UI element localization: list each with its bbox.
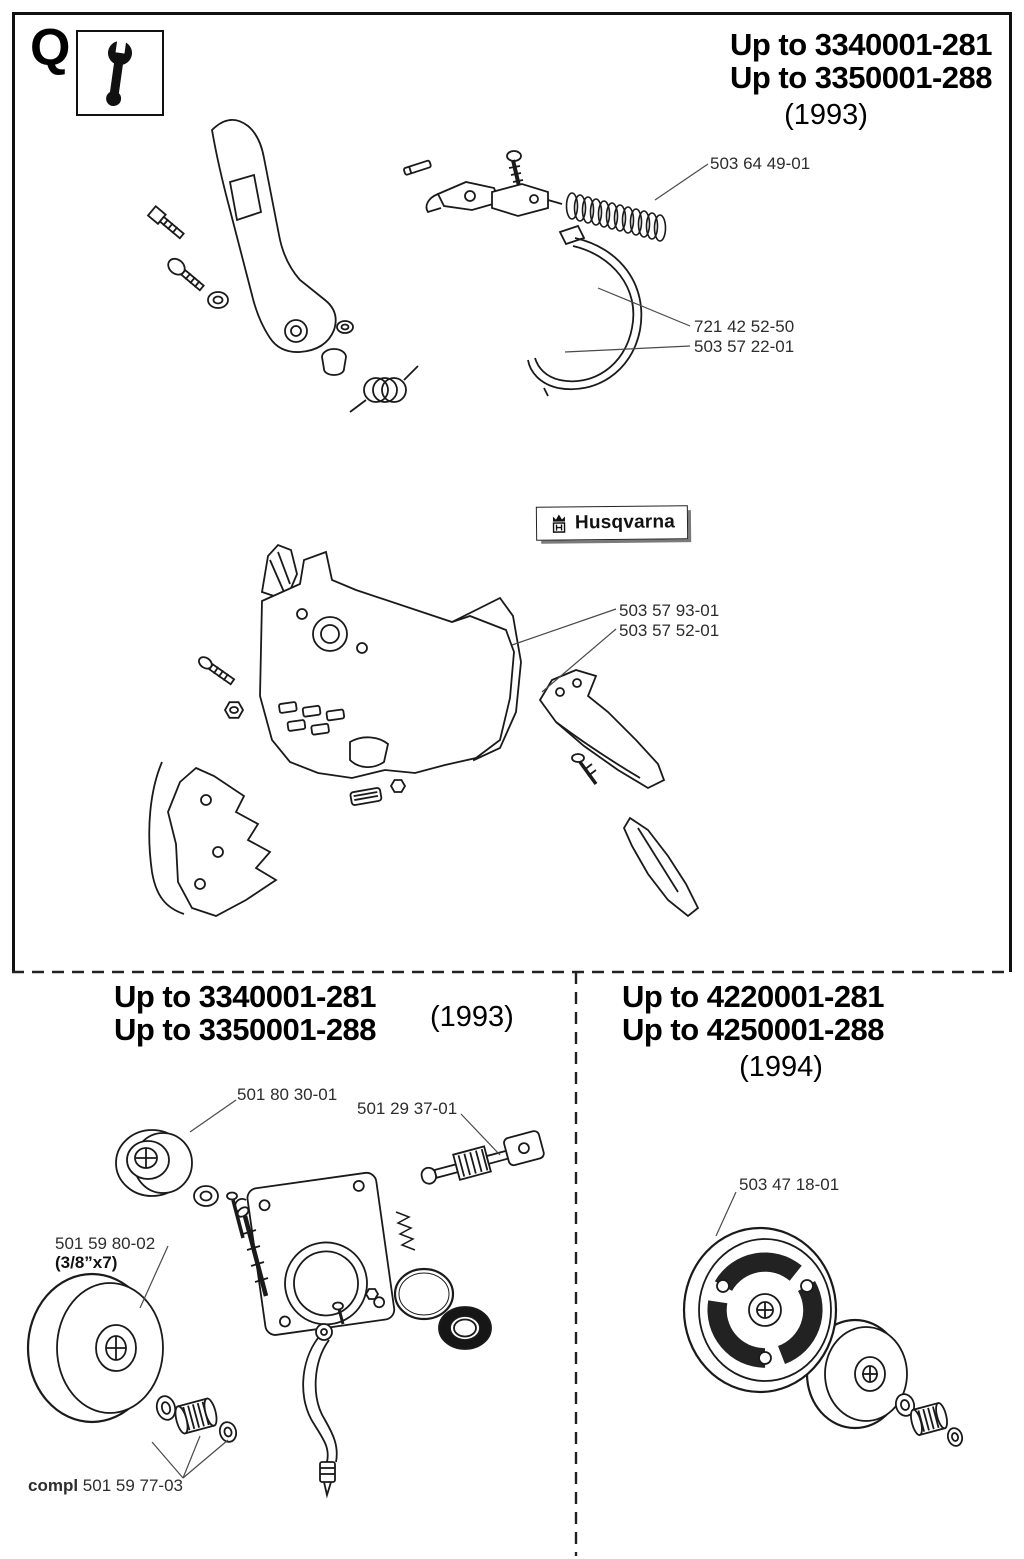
serial-range: Up to 3350001-288 bbox=[114, 1012, 377, 1048]
oil-pump-assembly-drawing bbox=[26, 1129, 545, 1499]
serial-range: Up to 3340001-281 bbox=[114, 979, 377, 1014]
model-year: (1994) bbox=[739, 1050, 823, 1083]
leader-lines bbox=[139, 163, 737, 1479]
brand-name: Husqvarna bbox=[574, 511, 676, 534]
chain-guide-strip-drawing bbox=[622, 816, 700, 918]
serial-range: Up to 3340001-281 bbox=[729, 27, 993, 62]
husqvarna-crown-icon bbox=[552, 514, 566, 533]
wrench-icon bbox=[106, 37, 132, 107]
tool-box bbox=[76, 30, 164, 116]
top-panel-border bbox=[12, 12, 1012, 972]
part-number-label: 503 57 22-01 bbox=[694, 337, 795, 356]
part-number-label: 503 47 18-01 bbox=[739, 1175, 840, 1194]
clutch-cover-drawing bbox=[198, 543, 522, 806]
brake-band-drawing bbox=[527, 224, 643, 397]
bottom-right-serial-header: Up to 4220001-281 Up to 4250001-288 (199… bbox=[622, 980, 940, 1084]
husqvarna-badge: Husqvarna bbox=[535, 505, 689, 541]
model-year: (1993) bbox=[784, 98, 868, 131]
part-number-label: 503 57 52-01 bbox=[619, 621, 720, 640]
part-note-label: (3/8”x7) bbox=[55, 1253, 118, 1272]
part-number-label: 501 29 37-01 bbox=[357, 1099, 458, 1118]
section-letter: Q bbox=[30, 19, 71, 77]
spiked-bumper-drawing bbox=[148, 761, 278, 917]
part-number-label: compl 501 59 77-03 bbox=[28, 1476, 183, 1496]
guide-plate-drawing bbox=[538, 669, 666, 790]
brake-mechanism-drawing bbox=[403, 150, 667, 242]
clutch-assembly-drawing bbox=[682, 1226, 964, 1447]
model-year: (1993) bbox=[430, 1001, 514, 1033]
serial-range: Up to 3350001-288 bbox=[729, 60, 993, 96]
serial-range: Up to 4250001-288 bbox=[622, 1012, 885, 1048]
part-number-label: 501 80 30-01 bbox=[237, 1085, 338, 1104]
section-dividers bbox=[12, 970, 1012, 1556]
compl-number: 501 59 77-03 bbox=[82, 1476, 183, 1495]
part-number-label: 501 59 80-02 bbox=[55, 1234, 156, 1253]
top-serial-header: Up to 3340001-281 Up to 3350001-288 (199… bbox=[660, 27, 993, 132]
part-number-label: 503 64 49-01 bbox=[710, 154, 811, 173]
compl-prefix: compl bbox=[28, 1476, 79, 1495]
serial-range: Up to 4220001-281 bbox=[622, 979, 885, 1014]
bottom-left-serial-header: Up to 3340001-281 Up to 3350001-288 bbox=[114, 979, 377, 1048]
chain-brake-guard-drawing bbox=[146, 119, 419, 413]
part-number-label: 721 42 52-50 bbox=[694, 317, 795, 336]
part-number-label: 503 57 93-01 bbox=[619, 601, 720, 620]
